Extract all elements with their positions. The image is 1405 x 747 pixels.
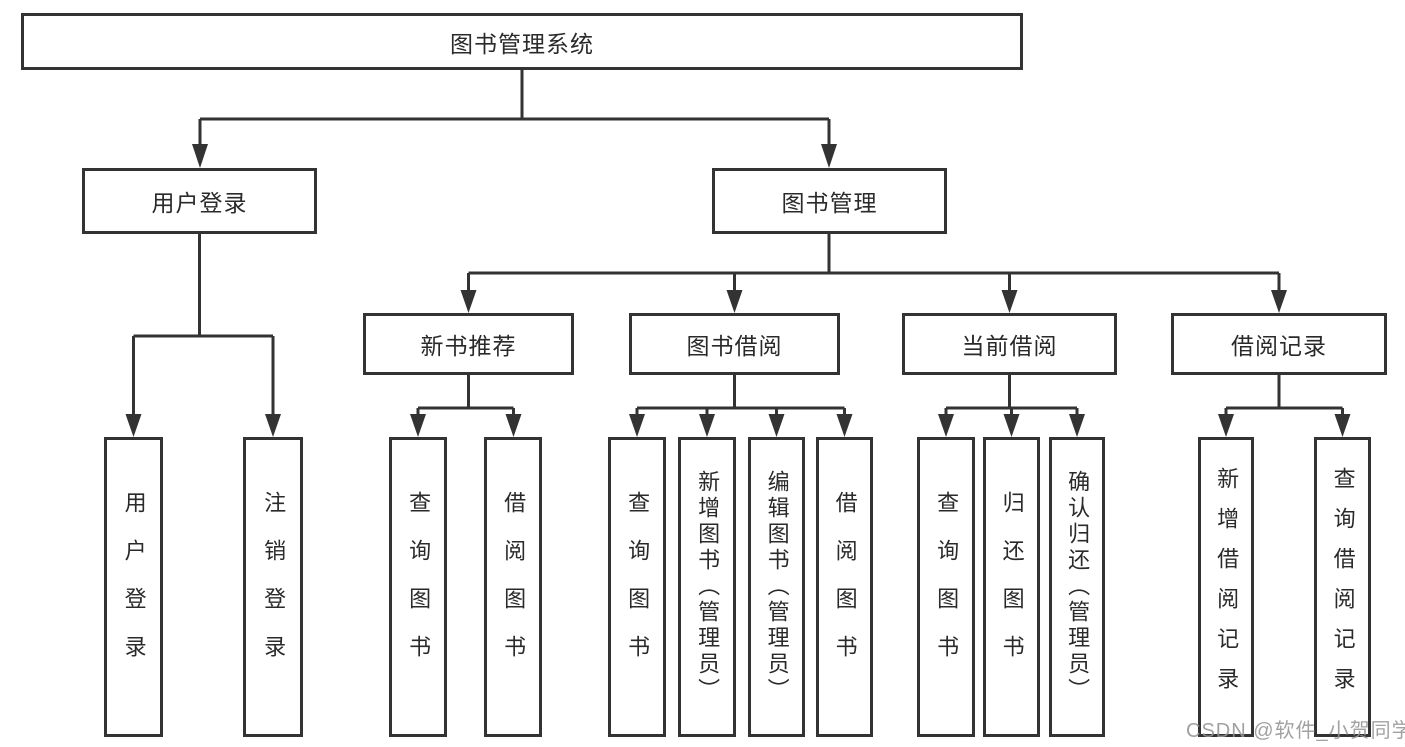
node-label: 新增借阅记录	[1214, 467, 1240, 707]
node-book-borrowing: 图书借阅	[629, 313, 840, 375]
node-new-book-recommendation: 新书推荐	[363, 313, 574, 375]
node-user-login-leaf: 用户登录	[104, 437, 163, 737]
node-return-books: 归还图书	[983, 437, 1040, 737]
node-label: 新书推荐	[420, 333, 517, 359]
node-borrow-books: 借阅图书	[816, 437, 873, 737]
node-label: 借阅图书	[501, 491, 527, 683]
node-label: 图书借阅	[686, 333, 783, 359]
node-logout: 注销登录	[243, 437, 303, 737]
node-borrow-books-rec: 借阅图书	[484, 437, 542, 737]
node-label: 借阅图书	[832, 491, 858, 683]
node-add-books-admin: 新增图书（管理员）	[678, 437, 736, 737]
node-label: 查询图书	[406, 491, 432, 683]
node-query-borrowing-record: 查询借阅记录	[1314, 437, 1371, 737]
node-edit-books-admin: 编辑图书（管理员）	[748, 437, 805, 737]
node-label: 确认归还（管理员）	[1065, 470, 1091, 704]
node-label: 借阅记录	[1231, 333, 1327, 359]
node-label: 当前借阅	[961, 333, 1058, 359]
node-borrowing-records: 借阅记录	[1171, 313, 1387, 375]
node-query-books-current: 查询图书	[917, 437, 975, 737]
node-current-borrowing: 当前借阅	[902, 313, 1117, 375]
node-label: 用户登录	[121, 491, 147, 683]
node-confirm-return-admin: 确认归还（管理员）	[1049, 437, 1105, 737]
node-library-management-system: 图书管理系统	[21, 13, 1023, 70]
node-label: 注销登录	[261, 491, 287, 683]
node-label: 用户登录	[151, 190, 248, 216]
node-label: 查询图书	[625, 491, 651, 683]
csdn-watermark: CSDN @软件_小贺同学	[1186, 720, 1405, 742]
node-label: 归还图书	[999, 491, 1025, 683]
node-label: 查询借阅记录	[1330, 467, 1356, 707]
node-label: 图书管理系统	[450, 30, 594, 57]
node-add-borrowing-record: 新增借阅记录	[1198, 437, 1254, 737]
node-label: 查询图书	[934, 491, 960, 683]
node-user-login: 用户登录	[82, 168, 317, 234]
node-book-management: 图书管理	[712, 168, 947, 234]
node-label: 编辑图书（管理员）	[764, 470, 790, 704]
node-label: 图书管理	[781, 190, 878, 216]
node-query-books-borrow: 查询图书	[608, 437, 666, 737]
node-query-books-rec: 查询图书	[389, 437, 447, 737]
node-label: 新增图书（管理员）	[695, 470, 721, 704]
